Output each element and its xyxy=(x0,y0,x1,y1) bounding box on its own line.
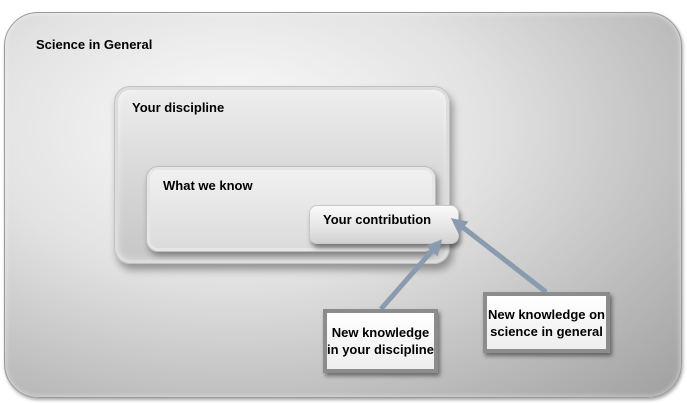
arrow-discipline-to-contribution xyxy=(379,239,443,311)
your-discipline-label: Your discipline xyxy=(132,100,225,115)
your-contribution-label: Your contribution xyxy=(323,212,432,227)
new-knowledge-general-note: New knowledge on science in general xyxy=(483,292,610,353)
your-contribution-box xyxy=(309,205,459,244)
new-knowledge-discipline-text: New knowledge in your discipline xyxy=(327,325,434,357)
new-knowledge-discipline-note: New knowledge in your discipline xyxy=(323,309,438,373)
new-knowledge-general-text: New knowledge on science in general xyxy=(487,306,605,339)
science-in-general-label: Science in General xyxy=(36,37,153,52)
arrow-general-to-contribution xyxy=(450,218,548,294)
what-we-know-label: What we know xyxy=(163,178,253,193)
